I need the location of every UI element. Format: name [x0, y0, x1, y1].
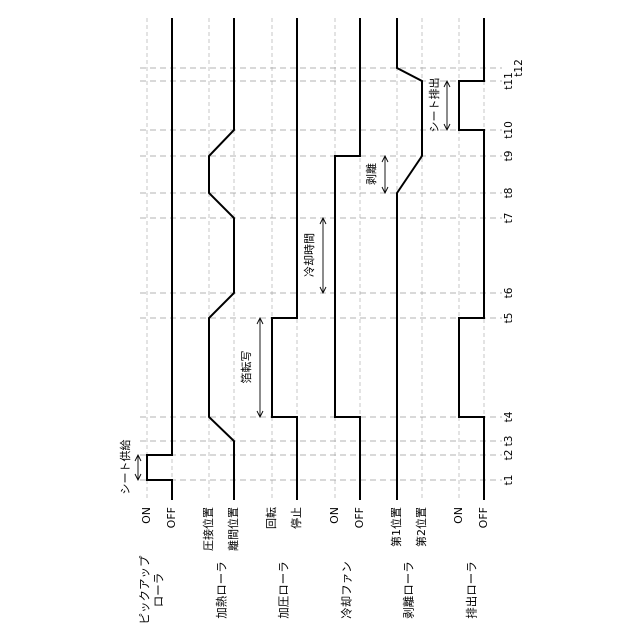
- row-name-heat: 加熱ローラ: [215, 561, 229, 619]
- level-label-heat-off: 離間位置: [226, 507, 240, 551]
- annotation-peel: 剥離: [364, 163, 378, 185]
- time-label-t6: t6: [503, 287, 515, 298]
- waveform-fan: [335, 18, 360, 500]
- time-label-t10: t10: [503, 121, 515, 138]
- labels: ピックアップローラ ON OFF 加熱ローラ圧接位置離間位置加圧ローラ 回転停止冷却ファ…: [118, 59, 525, 624]
- time-label-t4: t4: [503, 411, 515, 422]
- annotation-foil-transfer: 箔転写: [239, 351, 253, 384]
- row-name-pickup-line1: ピックアップ: [138, 555, 152, 624]
- level-label-heat-on: 圧接位置: [201, 507, 215, 551]
- waveform-heat: [209, 18, 234, 500]
- annotations: [135, 81, 450, 480]
- waveform-pickup: [147, 18, 172, 500]
- time-label-t3: t3: [503, 436, 515, 447]
- annotation-sheet-eject: シート排出: [427, 78, 441, 133]
- annotation-sheet-feed: シート供給: [118, 440, 132, 495]
- level-label-press-on: 回転: [265, 507, 278, 529]
- time-label-t2: t2: [503, 450, 515, 461]
- time-label-t8: t8: [503, 188, 515, 199]
- row-name-peel: 剥離ローラ: [402, 561, 416, 619]
- waveform-peel: [397, 18, 422, 500]
- level-label-peel-on: 第1位置: [389, 507, 403, 547]
- level-label-eject-on: ON: [452, 507, 465, 524]
- row-name-pickup-line2: ローラ: [152, 573, 166, 608]
- level-label-peel-off: 第2位置: [414, 507, 428, 547]
- time-label-t9: t9: [503, 151, 515, 162]
- level-label-fan-off: OFF: [353, 507, 366, 528]
- row-name-fan: 冷却ファン: [340, 561, 354, 619]
- time-gridlines: [140, 68, 502, 480]
- level-label-pickup-off: OFF: [165, 507, 178, 528]
- level-label-press-off: 停止: [289, 507, 303, 529]
- annotation-cooling-time: 冷却時間: [303, 233, 316, 277]
- time-label-t1: t1: [503, 475, 515, 486]
- row-name-eject: 排出ローラ: [465, 561, 479, 619]
- time-label-t5: t5: [503, 313, 515, 324]
- level-label-pickup-on: ON: [140, 507, 153, 524]
- time-label-t12: t12: [513, 59, 525, 76]
- row-name-press: 加圧ローラ: [277, 561, 291, 619]
- time-label-t7: t7: [503, 213, 515, 224]
- waveform-eject: [459, 18, 484, 500]
- waveform-press: [272, 18, 297, 500]
- level-label-eject-off: OFF: [477, 507, 490, 528]
- level-label-fan-on: ON: [328, 507, 341, 524]
